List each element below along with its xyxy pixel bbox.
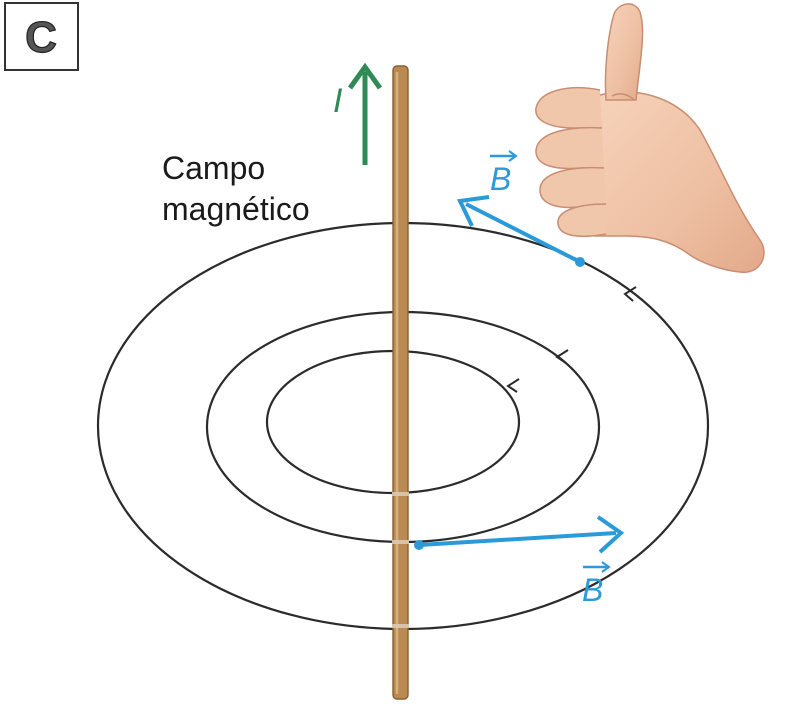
field-vector-top: B (457, 150, 585, 267)
wire-crossing-middle (392, 540, 409, 544)
field-vector-top-origin (575, 257, 585, 267)
hand-thumb (604, 3, 644, 101)
current-arrow: I (333, 62, 383, 165)
field-vector-bottom: B (414, 515, 625, 608)
field-vector-top-head (457, 195, 490, 227)
hand-finger-1 (535, 87, 602, 129)
hand-finger-2 (535, 126, 604, 170)
vector-label-top: B (490, 161, 511, 197)
hand-thumb-crease (611, 93, 635, 101)
thumbs-up-hand-icon (535, 3, 765, 273)
wire-rod (392, 65, 409, 700)
vector-label-bottom: B (582, 572, 603, 608)
field-label: Campo magnético (162, 150, 310, 227)
current-label: I (333, 82, 343, 120)
outer-line-arrowhead (623, 286, 637, 302)
field-label-line2: magnético (162, 191, 310, 227)
vector-bar-bottom-tip (601, 561, 611, 573)
field-vector-bottom-origin (414, 540, 424, 550)
wire-crossing-outer (392, 624, 409, 628)
panel-badge: C (4, 2, 79, 71)
panel-letter: C (25, 13, 57, 62)
inner-line-arrowhead (506, 378, 520, 393)
panel-badge-box (4, 2, 79, 71)
field-vector-bottom-shaft (418, 531, 617, 547)
field-vector-top-shaft (465, 202, 581, 264)
field-direction-arrows (506, 286, 637, 393)
hand-finger-4 (557, 203, 607, 238)
hand-palm (591, 91, 765, 273)
vector-bar-top-tip (508, 150, 518, 162)
current-arrow-head (347, 62, 383, 90)
wire-crossing-inner (392, 492, 409, 496)
field-vector-bottom-head (596, 515, 625, 554)
wire (392, 65, 409, 700)
middle-line-arrowhead (555, 349, 569, 364)
field-label-line1: Campo (162, 150, 265, 186)
hand-finger-3 (539, 166, 607, 209)
